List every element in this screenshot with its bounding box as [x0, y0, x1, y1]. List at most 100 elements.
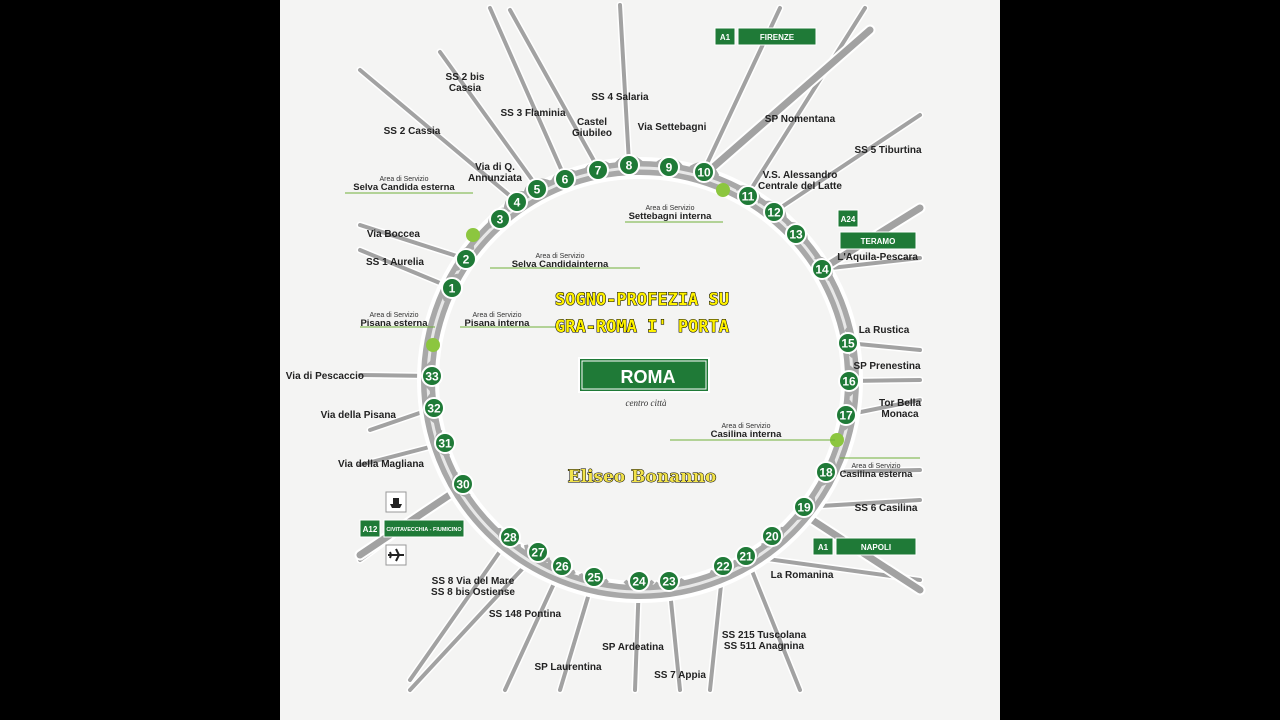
service-area-caption: Area di Servizio [369, 312, 418, 319]
overlay-title-line-2: GRA-ROMA I' PORTA [555, 317, 729, 337]
road-label: SS 511 Anagnina [724, 641, 805, 652]
exit-marker: 28 [499, 526, 521, 548]
sign-a12-civitavecchia: A12 CIVITAVECCHIA - FIUMICINO [359, 519, 465, 538]
radial-road [408, 550, 540, 692]
service-area-marker [466, 228, 480, 242]
service-area-name: Settebagni interna [629, 211, 713, 222]
road-label: SP Prenestina [853, 361, 921, 372]
exit-marker: 27 [527, 541, 549, 563]
exit-marker: 24 [628, 570, 650, 592]
exit-number: 19 [797, 500, 811, 514]
exit-marker: 19 [793, 496, 815, 518]
ship-icon [385, 491, 407, 513]
road-label: Monaca [881, 409, 919, 420]
radial-road [744, 554, 802, 692]
exit-marker: 17 [835, 404, 857, 426]
roma-center-sign: ROMA [578, 357, 710, 393]
radial-road [358, 68, 517, 202]
exit-number: 11 [742, 189, 755, 203]
exit-number: 31 [438, 436, 452, 450]
exit-number: 16 [842, 374, 856, 388]
road-label: Centrale del Latte [758, 181, 842, 192]
sign-code: A12 [363, 525, 378, 534]
service-area-markers [426, 183, 844, 447]
radial-road [488, 6, 567, 180]
exit-number: 18 [819, 465, 833, 479]
service-area-caption: Area di Servizio [535, 253, 584, 260]
radial-road [746, 6, 867, 196]
radial-road [358, 248, 454, 290]
road-label: SS 5 Tiburtina [854, 145, 921, 156]
service-area-name: Pisana interna [465, 318, 531, 329]
sign-code: A1 [720, 33, 731, 42]
road-label: La Rustica [859, 325, 910, 336]
center-caption: centro città [626, 398, 667, 408]
exit-number: 6 [562, 172, 569, 186]
exit-marker: 32 [423, 397, 445, 419]
service-area-name: Casilina esterna [840, 469, 914, 480]
exit-marker: 31 [434, 432, 456, 454]
service-area-caption: Area di Servizio [851, 463, 900, 470]
exit-marker: 3 [489, 208, 511, 230]
exit-number: 5 [534, 182, 541, 196]
exit-number: 9 [666, 160, 673, 174]
airplane-icon [385, 544, 407, 566]
road-label: SS 8 Via del Mare [432, 576, 515, 587]
exit-marker: 4 [506, 191, 528, 213]
exit-number: 22 [716, 559, 730, 573]
exit-marker: 12 [763, 201, 785, 223]
motorway [706, 26, 874, 174]
exit-marker: 7 [587, 159, 609, 181]
service-area-marker [830, 433, 844, 447]
sign-destination: CIVITAVECCHIA - FIUMICINO [386, 527, 462, 533]
exit-number: 1 [449, 281, 456, 295]
exit-number: 14 [815, 262, 829, 276]
exit-marker: 1 [441, 277, 463, 299]
service-area-leaders [345, 192, 920, 459]
road-label: Via di Q. [475, 162, 515, 173]
sign-destination: FIRENZE [760, 33, 795, 42]
exit-marker: 13 [785, 223, 807, 245]
sign-code: A1 [818, 543, 829, 552]
exit-number: 30 [456, 477, 470, 491]
road-label: Via Settebagni [638, 122, 707, 133]
road-label: L'Aquila-Pescara [837, 252, 918, 263]
radial-road [408, 535, 512, 682]
exit-number: 20 [765, 529, 779, 543]
exit-marker: 18 [815, 461, 837, 483]
exit-marker: 6 [554, 168, 576, 190]
exit-marker: 9 [658, 156, 680, 178]
exit-marker: 8 [618, 154, 640, 176]
exit-number: 13 [789, 227, 803, 241]
author-credit: Eliseo Bonanno [568, 467, 717, 487]
road-label: SS 4 Salaria [591, 92, 649, 103]
exit-number: 15 [841, 336, 855, 350]
exit-number: 10 [697, 165, 711, 179]
exit-number: 17 [839, 408, 853, 422]
exit-marker: 5 [526, 178, 548, 200]
road-label: Castel [577, 117, 607, 128]
radial-road [503, 564, 564, 692]
road-label: SS 215 Tuscolana [722, 630, 807, 641]
radial-road [820, 256, 922, 271]
exit-marker: 16 [838, 370, 860, 392]
service-area-marker [426, 338, 440, 352]
overlay-title-line-1: SOGNO-PROFEZIA SU [555, 290, 729, 310]
road-label: SP Nomentana [765, 114, 836, 125]
road-label: SS 8 bis Ostiense [431, 587, 515, 598]
road-label: Cassia [449, 83, 482, 94]
exit-number: 8 [626, 158, 633, 172]
road-label: SS 148 Pontina [489, 609, 562, 620]
road-label: SS 7 Appia [654, 670, 706, 681]
exit-number: 21 [739, 549, 753, 563]
road-label: SS 3 Flaminia [500, 108, 565, 119]
exit-number: 24 [632, 574, 646, 588]
radial-road [772, 113, 922, 214]
road-label: V.S. Alessandro [763, 170, 838, 181]
road-label: Annunziata [468, 173, 522, 184]
service-area-caption: Area di Servizio [645, 205, 694, 212]
